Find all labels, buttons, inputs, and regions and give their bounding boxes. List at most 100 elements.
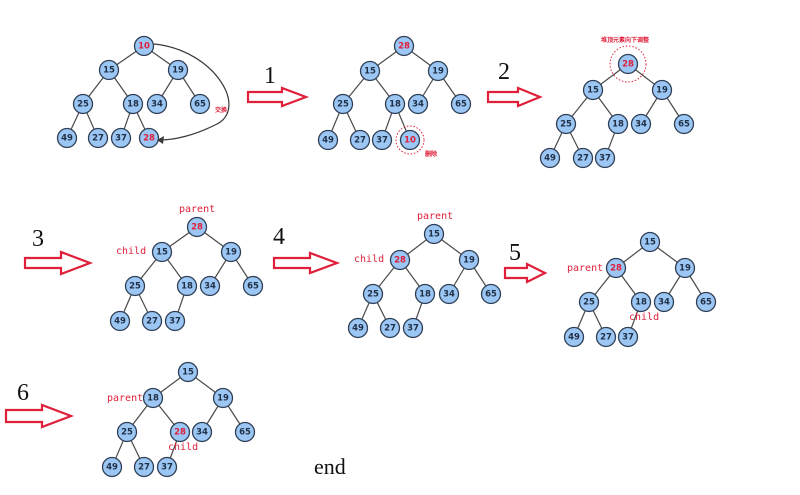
node-value: 34 <box>635 120 647 130</box>
node-value: 37 <box>115 134 127 144</box>
node-circle <box>617 326 639 348</box>
node-value: 37 <box>161 463 173 473</box>
node-circle <box>427 60 449 82</box>
heap-node-19: 19 <box>212 387 234 409</box>
step-number-4: 4 <box>273 224 285 250</box>
node-circle <box>332 93 354 115</box>
heap-node-10: 10 <box>399 129 421 151</box>
node-circle <box>639 231 661 253</box>
node-circle <box>423 223 445 245</box>
node-value: 28 <box>610 264 622 274</box>
heap-node-28: 28 <box>186 216 208 238</box>
step-number-2: 2 <box>498 59 510 85</box>
heap-node-49: 49 <box>317 129 339 151</box>
child-label-step4: child <box>354 254 384 265</box>
node-value: 37 <box>407 324 419 334</box>
heap-node-15: 15 <box>98 59 120 81</box>
node-value: 19 <box>679 264 691 274</box>
node-circle <box>156 456 178 478</box>
node-value: 25 <box>583 298 595 308</box>
node-value: 15 <box>428 230 440 240</box>
step-arrow-5-icon <box>503 262 548 284</box>
node-circle <box>189 93 211 115</box>
delete-label: 删除 <box>425 150 438 158</box>
node-circle <box>450 93 472 115</box>
node-circle <box>359 60 381 82</box>
node-circle <box>617 53 639 75</box>
node-value: 65 <box>455 100 467 110</box>
node-value: 65 <box>247 282 259 292</box>
parent-label-step6: parent <box>107 393 143 404</box>
node-value: 28 <box>191 223 203 233</box>
node-circle <box>595 326 617 348</box>
node-value: 18 <box>389 100 401 110</box>
heap-node-28: 28 <box>617 53 639 75</box>
heap-node-34: 34 <box>653 291 675 313</box>
heap-node-25: 25 <box>362 283 384 305</box>
node-circle <box>87 127 109 149</box>
node-circle <box>122 93 144 115</box>
heap-node-25: 25 <box>555 113 577 135</box>
node-value: 49 <box>61 134 73 144</box>
node-circle <box>605 257 627 279</box>
node-circle <box>399 129 421 151</box>
heap-node-37: 37 <box>156 456 178 478</box>
node-value: 25 <box>77 100 89 110</box>
node-circle <box>138 127 160 149</box>
node-value: 27 <box>600 333 612 343</box>
step-number-1: 1 <box>264 63 276 89</box>
node-value: 19 <box>217 394 229 404</box>
node-circle <box>220 241 242 263</box>
node-value: 34 <box>151 100 163 110</box>
node-circle <box>347 317 369 339</box>
step-arrow-3-icon <box>23 250 94 276</box>
heap-node-18: 18 <box>414 283 436 305</box>
heap-node-25: 25 <box>578 291 600 313</box>
node-value: 65 <box>239 428 251 438</box>
heap-node-65: 65 <box>234 421 256 443</box>
heap-node-49: 49 <box>109 310 131 332</box>
node-value: 19 <box>172 66 184 76</box>
node-value: 18 <box>419 290 431 300</box>
heap-node-34: 34 <box>438 283 460 305</box>
heap-node-28: 28 <box>138 127 160 149</box>
heap-node-28: 28 <box>389 249 411 271</box>
node-value: 27 <box>577 154 589 164</box>
node-value: 28 <box>622 60 634 70</box>
node-circle <box>674 257 696 279</box>
heap-node-34: 34 <box>630 113 652 135</box>
node-value: 37 <box>622 333 634 343</box>
parent-label-step5: parent <box>567 263 603 274</box>
heap-node-15: 15 <box>151 241 173 263</box>
node-value: 27 <box>354 136 366 146</box>
node-value: 37 <box>376 136 388 146</box>
node-value: 25 <box>121 428 133 438</box>
node-value: 65 <box>194 100 206 110</box>
heap-node-65: 65 <box>695 291 717 313</box>
node-circle <box>572 147 594 169</box>
step-number-6: 6 <box>17 380 29 406</box>
node-circle <box>582 79 604 101</box>
step-number-3: 3 <box>32 226 44 252</box>
heap-node-25: 25 <box>116 421 138 443</box>
node-value: 25 <box>337 100 349 110</box>
node-value: 34 <box>196 428 208 438</box>
child-label-step6: child <box>168 442 198 453</box>
heap-node-27: 27 <box>87 127 109 149</box>
node-value: 15 <box>364 67 376 77</box>
node-value: 65 <box>678 120 690 130</box>
heap-node-18: 18 <box>630 291 652 313</box>
child-label-step3: child <box>116 246 146 257</box>
node-value: 25 <box>560 120 572 130</box>
node-value: 19 <box>463 256 475 266</box>
heap-node-19: 19 <box>674 257 696 279</box>
node-circle <box>177 361 199 383</box>
heap-node-15: 15 <box>359 60 381 82</box>
node-circle <box>414 283 436 305</box>
node-circle <box>393 35 415 57</box>
node-circle <box>146 93 168 115</box>
